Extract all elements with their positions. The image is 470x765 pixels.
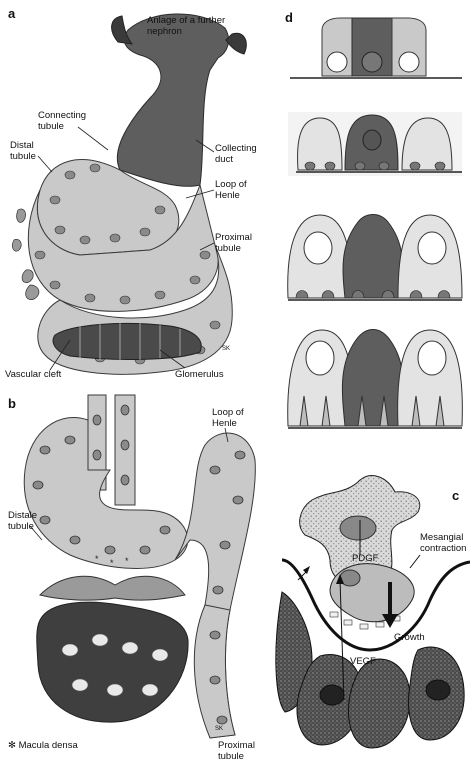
panel-c: c [276, 476, 470, 748]
signature-a: SK [222, 346, 230, 352]
label-distale-line1: Distale [8, 510, 37, 521]
glomerulus [53, 323, 201, 359]
label-mesangial-line1: Mesangial [420, 532, 463, 543]
panel-c-letter: c [452, 488, 459, 503]
label-connecting-line2: tubule [38, 121, 64, 132]
svg-text:*: * [110, 558, 114, 568]
label-pdgf: PDGF [352, 553, 379, 564]
label-distal-line2: tubule [10, 151, 36, 162]
label-mesangial-line2: contraction [420, 543, 466, 554]
svg-text:*: * [95, 554, 99, 564]
panel-a: a [5, 6, 257, 380]
panel-b: b * * * [8, 395, 255, 762]
label-loop-line2: Henle [215, 190, 240, 201]
panel-a-letter: a [8, 6, 16, 21]
label-growth: Growth [394, 632, 425, 643]
panel-d: d [285, 10, 462, 428]
label-proximal-line2: tubule [215, 243, 241, 254]
signature-b: SK [215, 726, 223, 732]
proximal-tubule-b [194, 605, 235, 738]
podocyte-stage-3 [288, 215, 462, 301]
label-distal-line1: Distal [10, 140, 34, 151]
label-loop-line1: Loop of [215, 179, 247, 190]
svg-text:*: * [125, 556, 129, 566]
collecting-duct [117, 14, 228, 186]
panel-b-letter: b [8, 396, 16, 411]
label-glomerulus: Glomerulus [175, 369, 224, 380]
label-proximal-line1: Proximal [215, 232, 252, 243]
glomerulus-b [37, 602, 188, 722]
label-proximal-b-line1: Proximal [218, 740, 255, 751]
label-macula-densa: ✻ Macula densa [8, 740, 78, 751]
label-proximal-b-line2: tubule [218, 751, 244, 762]
podocyte-stage-2 [288, 112, 462, 176]
label-loop-b-line2: Henle [212, 418, 237, 429]
anlage-right-cap [226, 33, 246, 54]
label-anlage-line1: Anlage of a further [147, 15, 225, 26]
label-vegf: VEGF [350, 656, 376, 667]
podocyte-stage-1 [290, 18, 462, 78]
label-collecting-line1: Collecting [215, 143, 257, 154]
label-vascular-cleft: Vascular cleft [5, 369, 62, 380]
label-anlage-line2: nephron [147, 26, 182, 37]
label-collecting-line2: duct [215, 154, 233, 165]
vascular-pole-cells [40, 576, 185, 600]
panel-d-letter: d [285, 10, 293, 25]
podocyte-stage-4 [288, 330, 463, 429]
label-loop-b-line1: Loop of [212, 407, 244, 418]
label-connecting-line1: Connecting [38, 110, 86, 121]
